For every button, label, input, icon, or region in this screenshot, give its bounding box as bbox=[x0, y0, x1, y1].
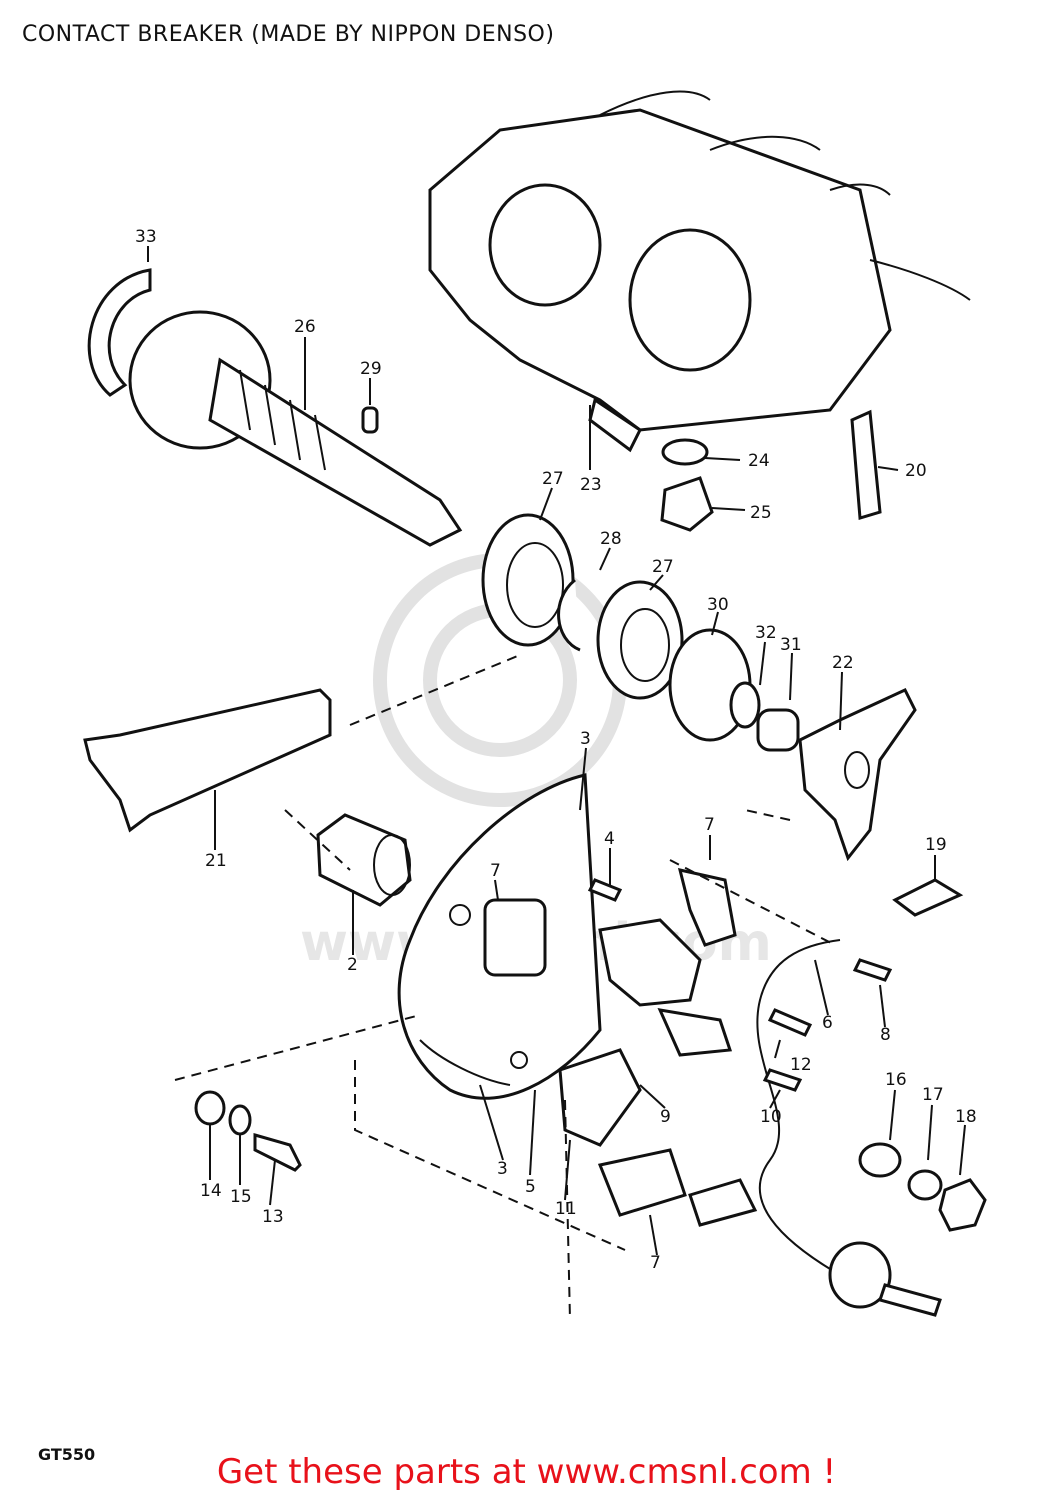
callout-19: 19 bbox=[925, 835, 947, 855]
callout-20: 20 bbox=[905, 461, 927, 481]
callout-27a: 27 bbox=[542, 469, 564, 489]
callout-24: 24 bbox=[748, 451, 770, 471]
callout-5: 5 bbox=[525, 1177, 536, 1197]
callout-2: 2 bbox=[347, 955, 358, 975]
spring-washer-15 bbox=[228, 1104, 252, 1136]
callout-3b: 3 bbox=[497, 1159, 508, 1179]
callout-13: 13 bbox=[262, 1207, 284, 1227]
callout-14: 14 bbox=[200, 1181, 222, 1201]
nut-18 bbox=[938, 1178, 987, 1232]
callout-6: 6 bbox=[822, 1013, 833, 1033]
assembly-guide-lines bbox=[174, 654, 836, 1321]
clamp-19 bbox=[892, 878, 964, 917]
callout-12: 12 bbox=[790, 1055, 812, 1075]
washer-16 bbox=[858, 1142, 902, 1178]
breaker-base-plate-3 bbox=[397, 773, 602, 1100]
callout-7c: 7 bbox=[650, 1253, 661, 1273]
callout-30: 30 bbox=[707, 595, 729, 615]
clip-20 bbox=[850, 409, 882, 520]
callout-7b: 7 bbox=[490, 861, 501, 881]
cam-shaft-26 bbox=[128, 310, 463, 547]
callout-26: 26 bbox=[294, 317, 316, 337]
footer-link[interactable]: Get these parts at www.cmsnl.com ! bbox=[216, 1452, 837, 1492]
sleeve-2 bbox=[316, 813, 412, 907]
callout-10: 10 bbox=[760, 1107, 782, 1127]
callout-25: 25 bbox=[750, 503, 772, 523]
callout-7a: 7 bbox=[704, 815, 715, 835]
callout-9: 9 bbox=[660, 1107, 671, 1127]
callout-8: 8 bbox=[880, 1025, 891, 1045]
callout-27b: 27 bbox=[652, 557, 674, 577]
bearing-27b bbox=[596, 580, 684, 700]
callout-23: 23 bbox=[580, 475, 602, 495]
wiring-harness bbox=[688, 939, 942, 1317]
condenser-7 bbox=[597, 1148, 687, 1217]
screw-10 bbox=[762, 1068, 803, 1092]
diagram-title: CONTACT BREAKER (MADE BY NIPPON DENSO) bbox=[22, 22, 555, 47]
bolt-25 bbox=[660, 476, 714, 532]
callout-28: 28 bbox=[600, 529, 622, 549]
callout-18: 18 bbox=[955, 1107, 977, 1127]
lever-21 bbox=[83, 688, 332, 833]
collar-31 bbox=[756, 708, 800, 752]
pin-29 bbox=[361, 406, 379, 434]
ignition-coil-assembly bbox=[428, 90, 971, 453]
callout-21: 21 bbox=[205, 851, 227, 871]
screw-12 bbox=[767, 1008, 813, 1037]
callout-32: 32 bbox=[755, 623, 777, 643]
washer-14 bbox=[194, 1090, 226, 1126]
o-ring-32 bbox=[729, 681, 761, 729]
callout-29: 29 bbox=[360, 359, 382, 379]
callout-11: 11 bbox=[555, 1199, 577, 1219]
callout-31: 31 bbox=[780, 635, 802, 655]
callout-3a: 3 bbox=[580, 729, 591, 749]
spring-washer-17 bbox=[907, 1169, 943, 1201]
governor-plate-22 bbox=[798, 688, 917, 862]
screw-8 bbox=[852, 958, 893, 982]
leader-lines bbox=[147, 246, 966, 1256]
circlip-28 bbox=[557, 578, 581, 652]
callout-22: 22 bbox=[832, 653, 854, 673]
washer-24 bbox=[661, 438, 709, 466]
callout-16: 16 bbox=[885, 1070, 907, 1090]
screw-13 bbox=[253, 1133, 302, 1172]
callout-15: 15 bbox=[230, 1187, 252, 1207]
contact-point-assembly bbox=[558, 868, 737, 1147]
callout-33: 33 bbox=[135, 227, 157, 247]
screw-4 bbox=[587, 878, 623, 902]
callout-4: 4 bbox=[604, 829, 615, 849]
callout-17: 17 bbox=[922, 1085, 944, 1105]
model-label: GT550 bbox=[38, 1445, 96, 1464]
circlip-33 bbox=[87, 268, 152, 397]
